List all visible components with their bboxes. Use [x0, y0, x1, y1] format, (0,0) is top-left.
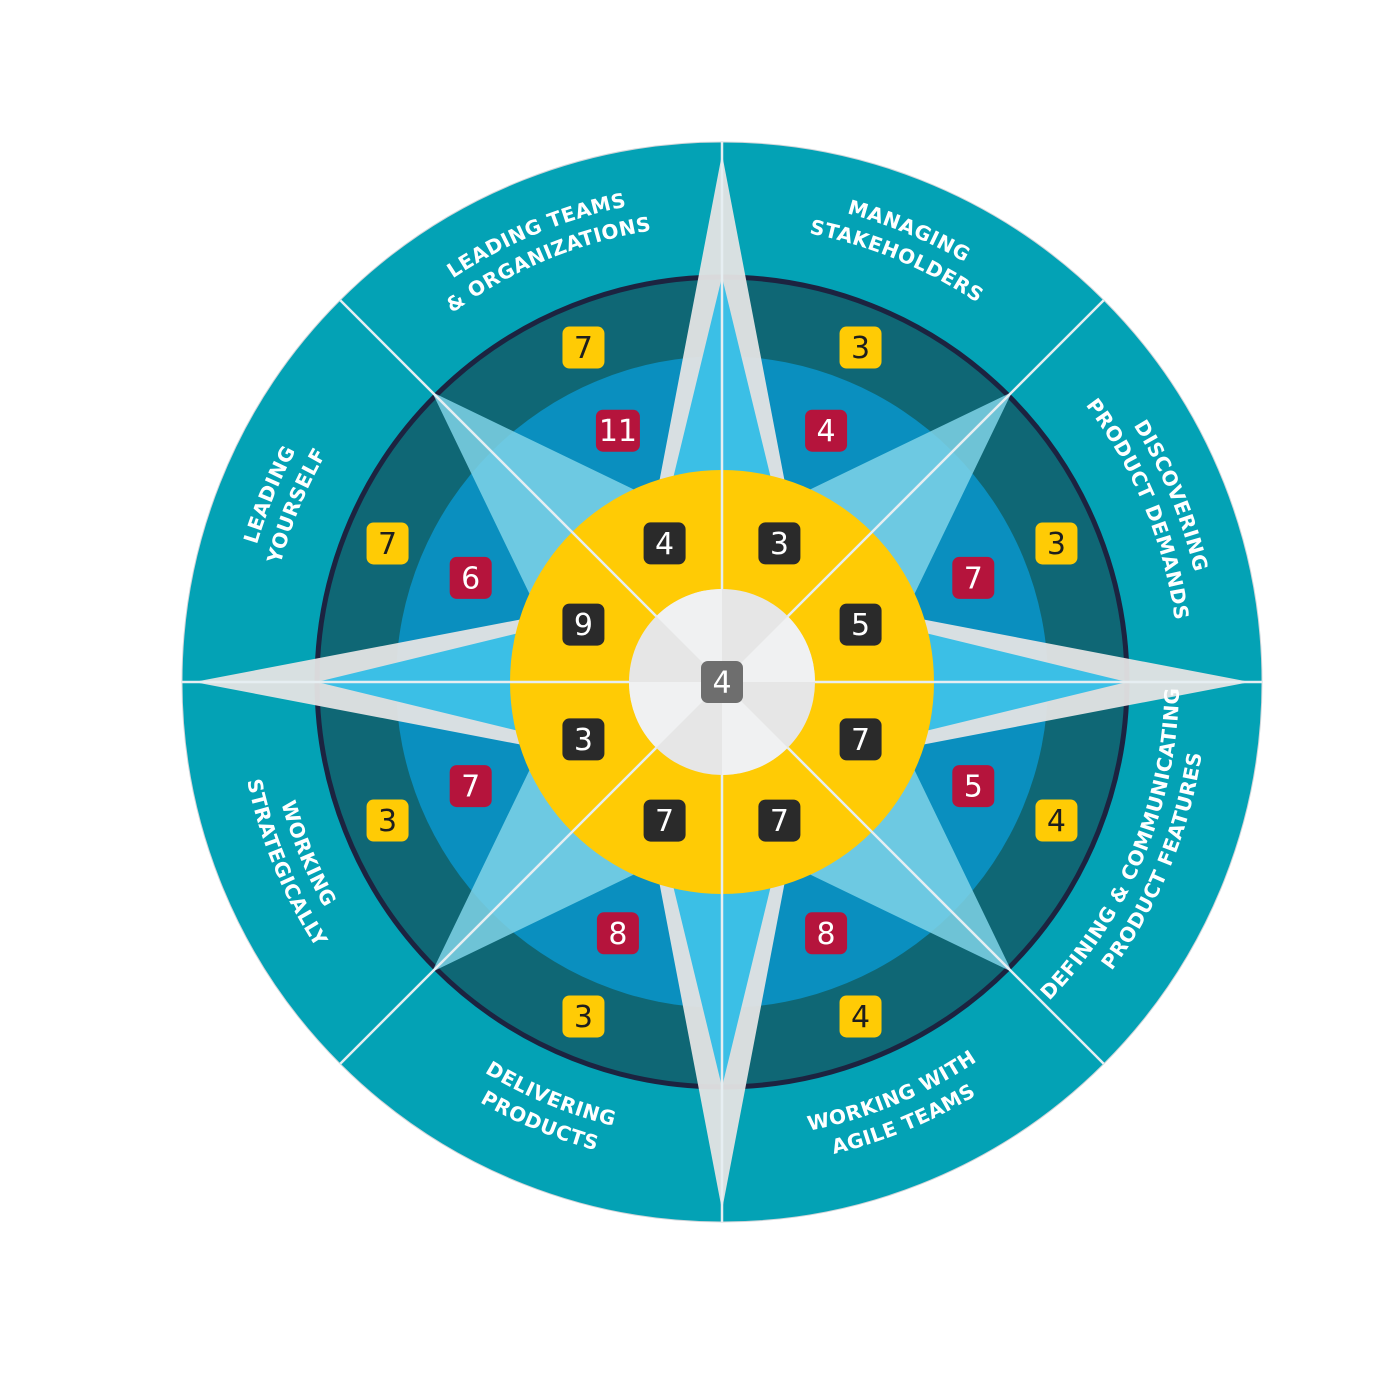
- score-badge-outer-managing-stakeholders-value: 3: [851, 331, 870, 366]
- score-badge-inner-working-strategically-bg: [562, 718, 605, 761]
- score-badge-inner-delivering-products-bg: [643, 799, 686, 842]
- score-badge-middle-managing-stakeholders: 4: [805, 409, 848, 452]
- score-badge-inner-leading-yourself-bg: [562, 603, 605, 646]
- score-badge-middle-working-with-agile-teams-value: 8: [817, 917, 836, 952]
- score-badge-middle-delivering-products: 8: [596, 912, 639, 955]
- score-badge-outer-leading-teams-organizations: 7: [562, 326, 605, 369]
- score-badge-middle-working-with-agile-teams-bg: [805, 912, 848, 955]
- score-badge-outer-working-with-agile-teams-value: 4: [851, 1000, 870, 1035]
- score-badge-inner-leading-yourself-value: 9: [574, 608, 593, 643]
- score-badge-center: 4: [701, 661, 743, 703]
- score-badge-inner-managing-stakeholders-bg: [758, 522, 801, 565]
- segment-divider: [786, 746, 1105, 1065]
- segment-divider: [339, 299, 658, 618]
- score-badge-middle-delivering-products-value: 8: [608, 917, 627, 952]
- score-badge-inner-defining-communicating-product-features-value: 7: [851, 723, 870, 758]
- score-badge-outer-delivering-products-value: 3: [574, 1000, 593, 1035]
- score-badge-middle-leading-teams-organizations-value: 11: [599, 414, 637, 449]
- score-badge-inner-leading-teams-organizations-value: 4: [655, 527, 674, 562]
- core-sector: [722, 616, 815, 682]
- score-badge-middle-working-strategically-value: 7: [461, 770, 480, 805]
- score-badge-inner-discovering-product-demands: 5: [839, 603, 882, 646]
- score-badge-inner-delivering-products: 7: [643, 799, 686, 842]
- score-badge-outer-working-strategically: 3: [366, 799, 409, 842]
- score-badge-middle-leading-yourself: 6: [449, 556, 492, 599]
- segment-divider: [339, 746, 658, 1065]
- score-badge-inner-working-with-agile-teams-bg: [758, 799, 801, 842]
- score-badge-outer-leading-yourself-bg: [366, 522, 409, 565]
- score-badge-outer-delivering-products-bg: [562, 995, 605, 1038]
- score-badge-inner-leading-teams-organizations-bg: [643, 522, 686, 565]
- score-badge-middle-defining-communicating-product-features: 5: [952, 765, 995, 808]
- score-badge-middle-defining-communicating-product-features-value: 5: [964, 770, 983, 805]
- segment-divider: [786, 299, 1105, 618]
- score-badge-middle-discovering-product-demands-bg: [952, 556, 995, 599]
- score-badge-middle-discovering-product-demands: 7: [952, 556, 995, 599]
- core-sector: [656, 589, 722, 682]
- score-badge-inner-leading-teams-organizations: 4: [643, 522, 686, 565]
- score-badge-center-bg: [701, 661, 743, 703]
- score-badge-inner-discovering-product-demands-value: 5: [851, 608, 870, 643]
- score-badge-outer-discovering-product-demands-bg: [1035, 522, 1078, 565]
- score-badge-middle-working-strategically: 7: [449, 765, 492, 808]
- score-badge-middle-managing-stakeholders-bg: [805, 409, 848, 452]
- score-badge-middle-working-with-agile-teams: 8: [805, 912, 848, 955]
- score-badge-inner-working-strategically: 3: [562, 718, 605, 761]
- score-badge-middle-working-strategically-bg: [449, 765, 492, 808]
- score-badge-middle-leading-yourself-value: 6: [461, 561, 480, 596]
- score-badge-outer-defining-communicating-product-features-bg: [1035, 799, 1078, 842]
- score-badge-outer-defining-communicating-product-features: 4: [1035, 799, 1078, 842]
- score-badge-outer-working-strategically-bg: [366, 799, 409, 842]
- score-badge-middle-discovering-product-demands-value: 7: [964, 561, 983, 596]
- score-badge-inner-defining-communicating-product-features: 7: [839, 718, 882, 761]
- score-badge-outer-leading-yourself-value: 7: [378, 527, 397, 562]
- score-badge-outer-discovering-product-demands-value: 3: [1047, 527, 1066, 562]
- score-badge-outer-delivering-products: 3: [562, 995, 605, 1038]
- score-badge-inner-delivering-products-value: 7: [655, 804, 674, 839]
- score-badge-outer-managing-stakeholders: 3: [839, 326, 882, 369]
- score-badge-outer-discovering-product-demands: 3: [1035, 522, 1078, 565]
- score-badge-outer-leading-yourself: 7: [366, 522, 409, 565]
- score-badge-inner-working-strategically-value: 3: [574, 723, 593, 758]
- score-badge-outer-leading-teams-organizations-value: 7: [574, 331, 593, 366]
- score-badge-middle-leading-yourself-bg: [449, 556, 492, 599]
- score-badge-outer-leading-teams-organizations-bg: [562, 326, 605, 369]
- core-sector: [722, 682, 788, 775]
- score-badge-middle-defining-communicating-product-features-bg: [952, 765, 995, 808]
- core-sector: [629, 682, 722, 748]
- score-badge-center-value: 4: [712, 666, 731, 701]
- score-badge-inner-discovering-product-demands-bg: [839, 603, 882, 646]
- score-badge-inner-managing-stakeholders: 3: [758, 522, 801, 565]
- score-badge-middle-delivering-products-bg: [596, 912, 639, 955]
- score-badge-outer-working-with-agile-teams-bg: [839, 995, 882, 1038]
- score-badge-middle-managing-stakeholders-value: 4: [817, 414, 836, 449]
- score-badge-middle-leading-teams-organizations: 11: [595, 409, 640, 452]
- score-badge-inner-leading-yourself: 9: [562, 603, 605, 646]
- score-badge-inner-working-with-agile-teams: 7: [758, 799, 801, 842]
- score-badge-inner-defining-communicating-product-features-bg: [839, 718, 882, 761]
- score-badge-outer-working-strategically-value: 3: [378, 804, 397, 839]
- score-badge-outer-defining-communicating-product-features-value: 4: [1047, 804, 1066, 839]
- score-badges-layer: 3 4 3 3 7 5 4 5 7 4 8 7 3 8 7 3 7 3 7 6 9 7 11 4 4: [366, 326, 1078, 1038]
- score-badge-outer-managing-stakeholders-bg: [839, 326, 882, 369]
- score-badge-inner-working-with-agile-teams-value: 7: [770, 804, 789, 839]
- score-badge-outer-working-with-agile-teams: 4: [839, 995, 882, 1038]
- score-badge-inner-managing-stakeholders-value: 3: [770, 527, 789, 562]
- score-badge-middle-leading-teams-organizations-bg: [595, 409, 640, 452]
